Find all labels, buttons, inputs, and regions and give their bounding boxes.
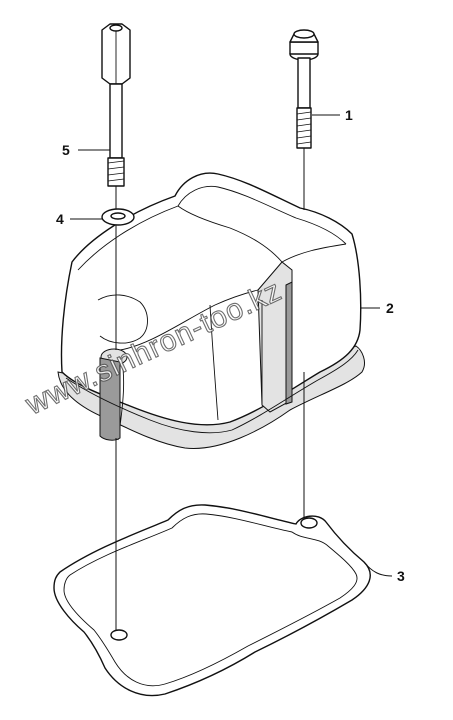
callout-label-5: 5 — [62, 142, 70, 158]
bolt-long — [289, 29, 319, 149]
callout-label-2: 2 — [386, 300, 394, 316]
callout-label-1: 1 — [345, 107, 353, 123]
washer — [101, 208, 135, 226]
gasket — [53, 504, 371, 697]
assembly-axis-lines — [115, 148, 305, 630]
callout-label-4: 4 — [56, 211, 64, 227]
callout-leaders — [70, 114, 393, 577]
stud-spacer — [101, 23, 131, 187]
valve-cover — [57, 172, 365, 449]
callout-label-3: 3 — [397, 568, 405, 584]
